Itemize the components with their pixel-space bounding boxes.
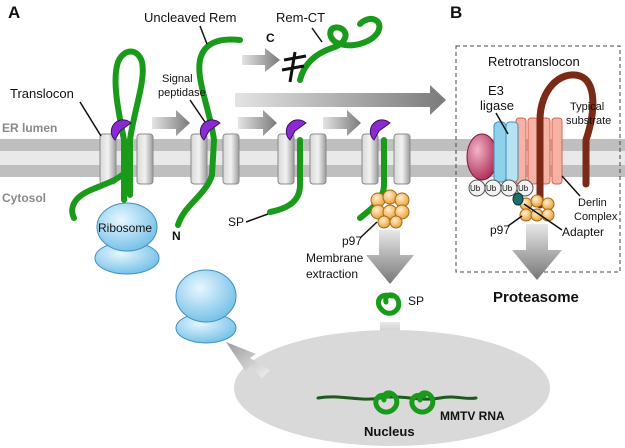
translocon-leader	[79, 101, 102, 137]
ribosome-label: Ribosome	[98, 221, 152, 235]
uncleaved-rem-label: Uncleaved Rem	[144, 10, 237, 25]
sp-label-2: SP	[408, 294, 424, 308]
uncleaved-rem-chain	[175, 36, 243, 228]
derlin-complex-label-1: Derlin	[578, 197, 607, 209]
rem-ct-chain	[297, 15, 383, 83]
ubiquitin-chain: Ub Ub Ub Ub	[468, 179, 534, 197]
progress-arrow-3	[323, 110, 361, 136]
mmtv-rna-label: MMTV RNA	[440, 409, 505, 423]
panel-b-label: B	[450, 3, 462, 22]
er-lumen-label: ER lumen	[2, 121, 57, 135]
adapter-protein	[512, 192, 524, 206]
adapter-label: Adapter	[562, 225, 604, 239]
uncleaved-rem-leader	[199, 25, 208, 45]
signal-peptidase-leader	[189, 99, 206, 123]
signal-peptidase-1	[110, 119, 132, 141]
proteasome-label: Proteasome	[493, 289, 579, 306]
rem-ct-leader	[311, 27, 323, 43]
proteasome-arrow	[512, 224, 562, 280]
p97-leader-1	[359, 221, 378, 239]
translocon-4	[361, 133, 411, 185]
p97-label-2: p97	[490, 223, 510, 237]
ub-label-4: Ub	[518, 184, 529, 193]
ub-label-1: Ub	[470, 184, 481, 193]
retrotranslocon-label: Retrotranslocon	[488, 54, 580, 69]
rem-ct-label: Rem-CT	[276, 10, 325, 25]
c-terminus-label: C	[266, 31, 275, 45]
adapter-leader	[523, 203, 563, 231]
signal-peptidase-2	[199, 119, 221, 141]
rem-loop-1	[112, 48, 146, 203]
nucleus	[234, 330, 550, 446]
e3-ligase-label-1: E3	[488, 83, 504, 98]
e3-ligase-leader	[495, 112, 509, 135]
translocon-2	[190, 133, 240, 185]
typical-substrate-label-1: Typical	[570, 101, 604, 113]
derlin-complex-leader	[561, 175, 581, 197]
derlin-complex-label-2: Complex	[574, 211, 618, 223]
translocon-1	[99, 133, 154, 185]
mmtv-rna-strand	[316, 395, 478, 401]
rem-n-tail-1	[69, 172, 125, 221]
sp-label-1: SP	[228, 215, 244, 229]
retrotranslocon-channel	[493, 121, 519, 183]
p97-leader-2	[507, 215, 523, 227]
sp-leader-1	[245, 213, 269, 223]
ub-label-3: Ub	[502, 184, 513, 193]
membrane-extraction-label-2: extraction	[306, 267, 358, 281]
free-sp-coil	[375, 292, 402, 316]
signal-peptidase-3	[285, 119, 307, 141]
ub-label-2: Ub	[486, 184, 497, 193]
e3-ligase-label-2: ligase	[480, 98, 514, 113]
cleavage-mark	[281, 51, 307, 83]
signal-peptidase-label-2: peptidase	[158, 87, 206, 99]
nucleus-to-ribosome-arrow	[226, 342, 270, 378]
p97-label-1: p97	[342, 234, 362, 248]
to-retrotranslocon-arrow	[235, 85, 446, 115]
n-terminus-label: N	[172, 229, 181, 243]
membrane-extraction-label-1: Membrane	[306, 251, 364, 265]
free-ribosome	[175, 269, 237, 344]
typical-substrate	[536, 71, 597, 209]
e3-ligase	[466, 133, 498, 181]
rna-bound-sp	[373, 390, 436, 415]
cytosol-label: Cytosol	[2, 191, 46, 205]
p97-complex-1	[370, 189, 410, 229]
sp-chain-3	[267, 137, 303, 215]
ribosome	[94, 202, 160, 275]
signal-peptidase-4	[369, 119, 391, 141]
p97-complex-2	[519, 194, 555, 222]
nucleus-label: Nucleus	[364, 424, 415, 439]
extraction-arrow	[366, 230, 414, 284]
cleavage-arrow	[242, 48, 280, 72]
signal-peptidase-label-1: Signal	[162, 73, 193, 85]
translocon-3	[277, 133, 327, 185]
panel-a-label: A	[8, 3, 20, 22]
progress-arrow-1	[152, 110, 190, 136]
translocon-label: Translocon	[10, 86, 74, 101]
progress-arrow-2	[238, 110, 277, 136]
typical-substrate-label-2: substrate	[566, 115, 611, 127]
